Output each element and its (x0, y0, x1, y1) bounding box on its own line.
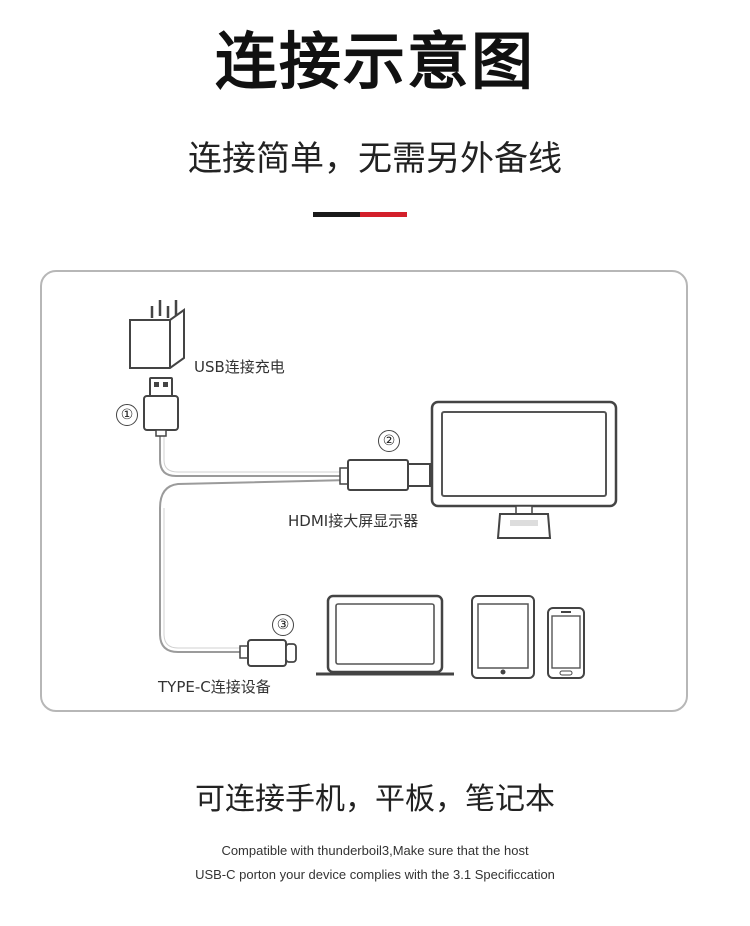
connection-diagram: USB连接充电 HDMI接大屏显示器 TYPE-C连接设备 ① ② ③ (40, 270, 688, 712)
title-divider (313, 212, 407, 217)
divider-red-segment (360, 212, 407, 217)
hdmi-display-label: HDMI接大屏显示器 (288, 512, 419, 530)
page-subtitle: 连接简单，无需另外备线 (188, 139, 562, 179)
hdmi-cable (159, 479, 351, 653)
typec-device-label: TYPE-C连接设备 (158, 678, 271, 696)
usb-cable (159, 432, 350, 477)
hdmi-connector-icon (339, 459, 431, 491)
compatibility-note-line1: Compatible with thunderboil3,Make sure t… (221, 843, 529, 858)
divider-dark-segment (313, 212, 360, 217)
wall-charger-icon (129, 300, 185, 369)
tablet-icon (471, 595, 535, 679)
compatibility-note-line2: USB-C porton your device complies with t… (195, 867, 555, 882)
step-1-marker: ① (116, 404, 138, 426)
page-title: 连接示意图 (214, 25, 535, 98)
compatible-devices-caption: 可连接手机，平板，笔记本 (195, 782, 555, 817)
diagram-illustration (129, 300, 618, 679)
monitor-icon (430, 400, 618, 539)
laptop-icon (316, 594, 454, 676)
step-3-marker: ③ (272, 614, 294, 636)
usb-charging-label: USB连接充电 (194, 358, 285, 376)
smartphone-icon (547, 607, 585, 679)
usb-c-plug-icon (239, 639, 297, 667)
usb-a-plug-icon (143, 377, 179, 437)
step-2-marker: ② (378, 430, 400, 452)
